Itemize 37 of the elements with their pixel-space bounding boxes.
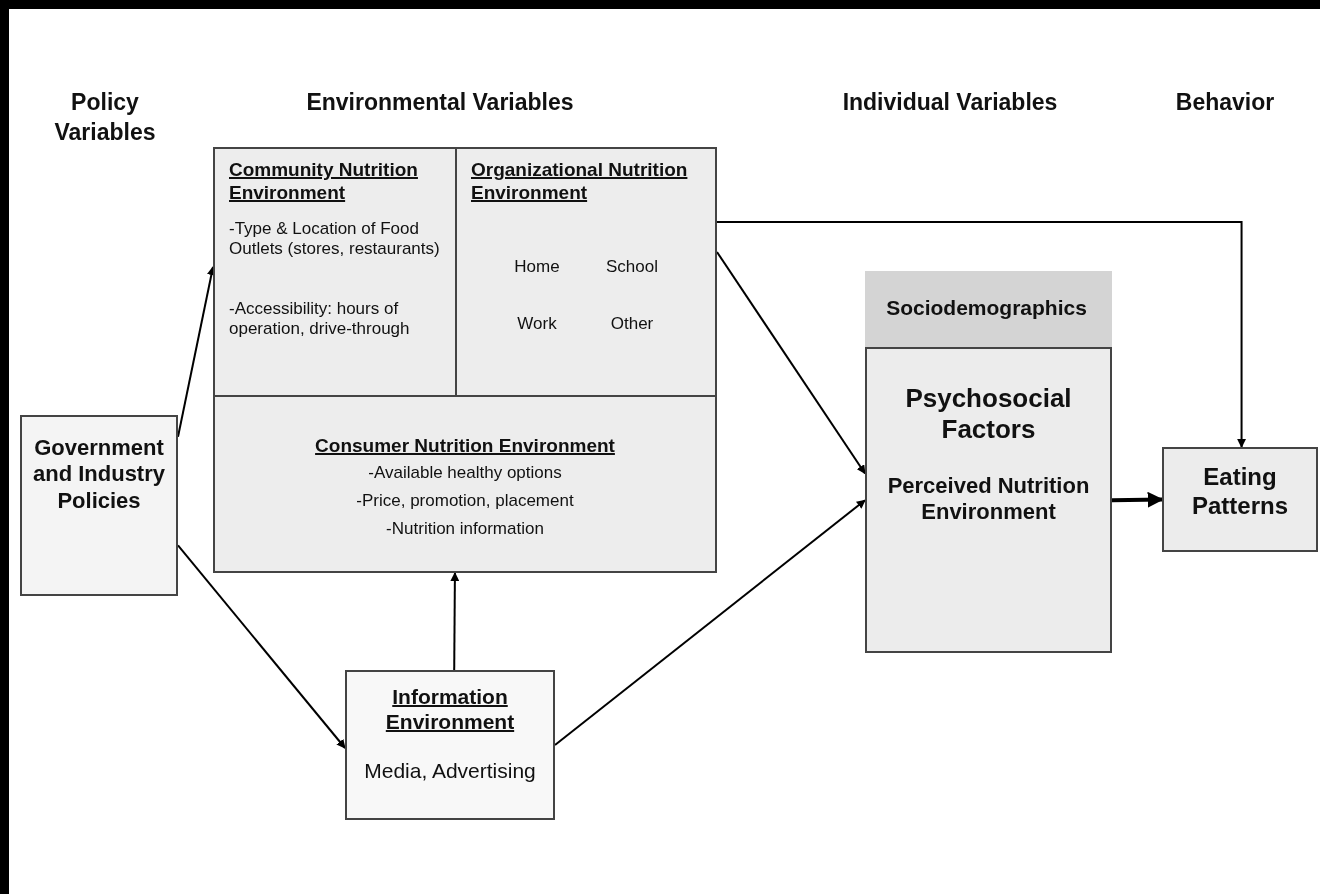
- header-band: [865, 271, 1112, 349]
- node-text: Psychosocial Factors: [904, 383, 1073, 446]
- node-text: -Type & Location of Food Outlets (stores, restaurants): [229, 219, 441, 260]
- column-heading: Individual Variables: [841, 88, 1059, 117]
- node-text: Home: [513, 257, 561, 278]
- node-text: -Accessibility: hours of operation, drive-through: [229, 299, 411, 340]
- node-text: Work: [516, 314, 558, 335]
- column-heading: Behavior: [1174, 88, 1276, 117]
- node-heading: Consumer Nutrition Environment: [314, 435, 616, 458]
- node-text: Eating Patterns: [1190, 463, 1289, 521]
- arrow: [716, 221, 1247, 448]
- process-box: [345, 670, 555, 820]
- node-text: Perceived Nutrition Environment: [886, 473, 1091, 526]
- node-text: Media, Advertising: [363, 758, 537, 784]
- process-box: [1162, 447, 1318, 552]
- process-box: [455, 147, 717, 397]
- arrow: [450, 572, 460, 671]
- node-text: Government and Industry Policies: [32, 435, 166, 515]
- node-heading: Information Environment: [384, 684, 516, 735]
- node-text: -Nutrition information: [385, 519, 545, 540]
- node-text: Sociodemographics: [885, 295, 1088, 321]
- node-text: -Price, promotion, placement: [355, 491, 575, 512]
- arrow: [1111, 491, 1164, 508]
- process-box: [213, 395, 717, 573]
- arrow: [716, 251, 866, 475]
- column-heading: Environmental Variables: [305, 88, 575, 117]
- node-heading: Organizational Nutrition Environment: [471, 159, 689, 205]
- column-heading: Policy Variables: [53, 88, 157, 147]
- process-box: [213, 147, 457, 397]
- node-text: Other: [609, 314, 655, 335]
- node-text: School: [605, 257, 659, 278]
- arrow: [554, 499, 866, 746]
- arrow: [177, 544, 346, 749]
- process-box: [865, 271, 1112, 653]
- process-box: [20, 415, 178, 596]
- node-heading: Community Nutrition Environment: [229, 159, 419, 205]
- node-text: -Available healthy options: [367, 463, 563, 484]
